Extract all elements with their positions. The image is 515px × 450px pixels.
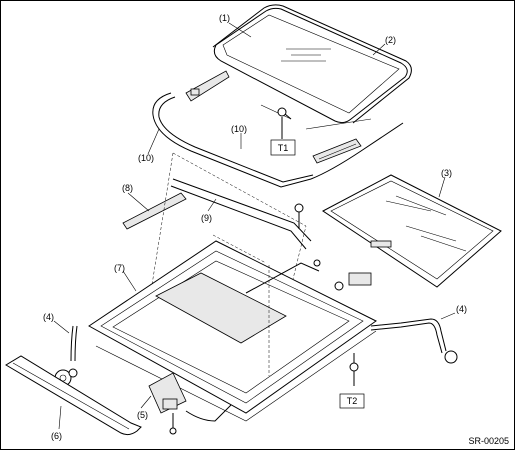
- bolt-t2: [349, 353, 359, 386]
- side-guide-left: [122, 192, 187, 230]
- glass-panel: [213, 7, 408, 124]
- callout-4-right: (4): [456, 304, 467, 314]
- torque-label-t1: T1: [278, 143, 289, 153]
- torque-label-t2: T2: [347, 396, 358, 406]
- callout-1: (1): [219, 13, 230, 23]
- drain-hose-front-left: [54, 325, 78, 387]
- leader-lines: [53, 22, 456, 430]
- callout-5: (5): [137, 410, 148, 420]
- diagram-code: SR-00205: [468, 436, 509, 446]
- glass-bracket-right: [312, 138, 362, 164]
- callout-2: (2): [385, 35, 396, 45]
- callout-7: (7): [114, 263, 125, 273]
- drain-hose-right: [310, 122, 404, 180]
- drain-hose-left: [152, 92, 314, 188]
- link-assembly: [245, 259, 372, 294]
- motor-unit: [148, 372, 232, 435]
- callout-10-left: (10): [138, 153, 154, 163]
- callout-4-left: (4): [43, 312, 54, 322]
- weatherstrip: [212, 4, 412, 124]
- drain-hose-front-right: [370, 318, 458, 364]
- torque-box-t2: [339, 393, 365, 409]
- sunroof-frame: [88, 234, 377, 422]
- callout-9: (9): [201, 213, 212, 223]
- bolt-vertical: [294, 203, 304, 229]
- bolt-t1: [277, 107, 292, 139]
- glass-bracket-left: [185, 70, 230, 102]
- callout-3: (3): [441, 168, 452, 178]
- side-guide-right: [170, 178, 312, 250]
- callout-6: (6): [51, 431, 62, 441]
- callout-10-right: (10): [231, 124, 247, 134]
- torque-box-t1: [270, 139, 296, 156]
- front-molding: [5, 355, 142, 436]
- sunshade: [322, 174, 502, 288]
- callout-8: (8): [122, 183, 133, 193]
